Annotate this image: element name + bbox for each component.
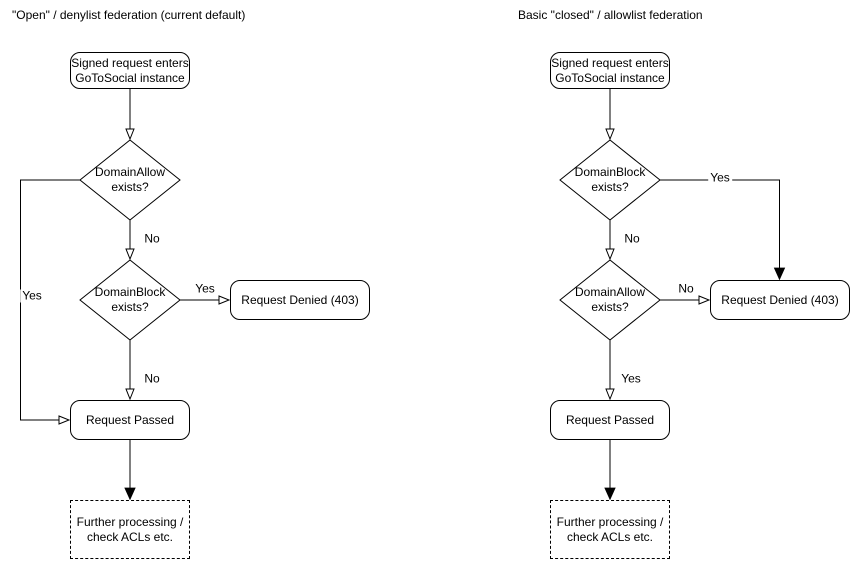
right-start-node: Signed request enters GoToSocial instanc…: [550, 52, 670, 89]
right-chart-title: Basic "closed" / allowlist federation: [518, 8, 703, 22]
right-decision2-diamond: [559, 259, 661, 341]
left-further-node: Further processing / check ACLs etc.: [70, 500, 190, 559]
right-edges-layer: [610, 88, 780, 499]
left-decision1-label: DomainAllow exists?: [94, 165, 166, 194]
edge-label-right-decision2-yes: Yes: [619, 371, 643, 386]
edge-label-right-decision1-no: No: [622, 231, 642, 246]
left-decision1-diamond: [79, 139, 181, 221]
edge-label-right-decision1-yes: Yes: [708, 170, 732, 185]
edge-label-left-decision2-yes: Yes: [193, 281, 217, 296]
right-decision1-label: DomainBlock exists?: [574, 165, 646, 194]
edge-label-left-decision1-no: No: [142, 231, 162, 246]
right-further-node: Further processing / check ACLs etc.: [550, 500, 670, 559]
right-passed-node: Request Passed: [550, 400, 670, 440]
decision-diamonds-layer: [79, 139, 661, 341]
left-decision2-label: DomainBlock exists?: [94, 285, 166, 314]
edge-label-right-decision2-no: No: [676, 281, 696, 296]
edge-label-left-decision1-yes: Yes: [20, 288, 44, 303]
left-denied-node: Request Denied (403): [230, 280, 370, 320]
right-denied-node: Request Denied (403): [710, 280, 850, 320]
left-start-node: Signed request enters GoToSocial instanc…: [70, 52, 190, 89]
edge-right-decision1-yes-to-denied: [660, 179, 780, 279]
right-decision2-label: DomainAllow exists?: [574, 285, 646, 314]
edge-label-left-decision2-no: No: [142, 371, 162, 386]
left-decision2-diamond: [79, 259, 181, 341]
right-decision1-diamond: [559, 139, 661, 221]
left-passed-node: Request Passed: [70, 400, 190, 440]
left-chart-title: "Open" / denylist federation (current de…: [12, 8, 246, 22]
